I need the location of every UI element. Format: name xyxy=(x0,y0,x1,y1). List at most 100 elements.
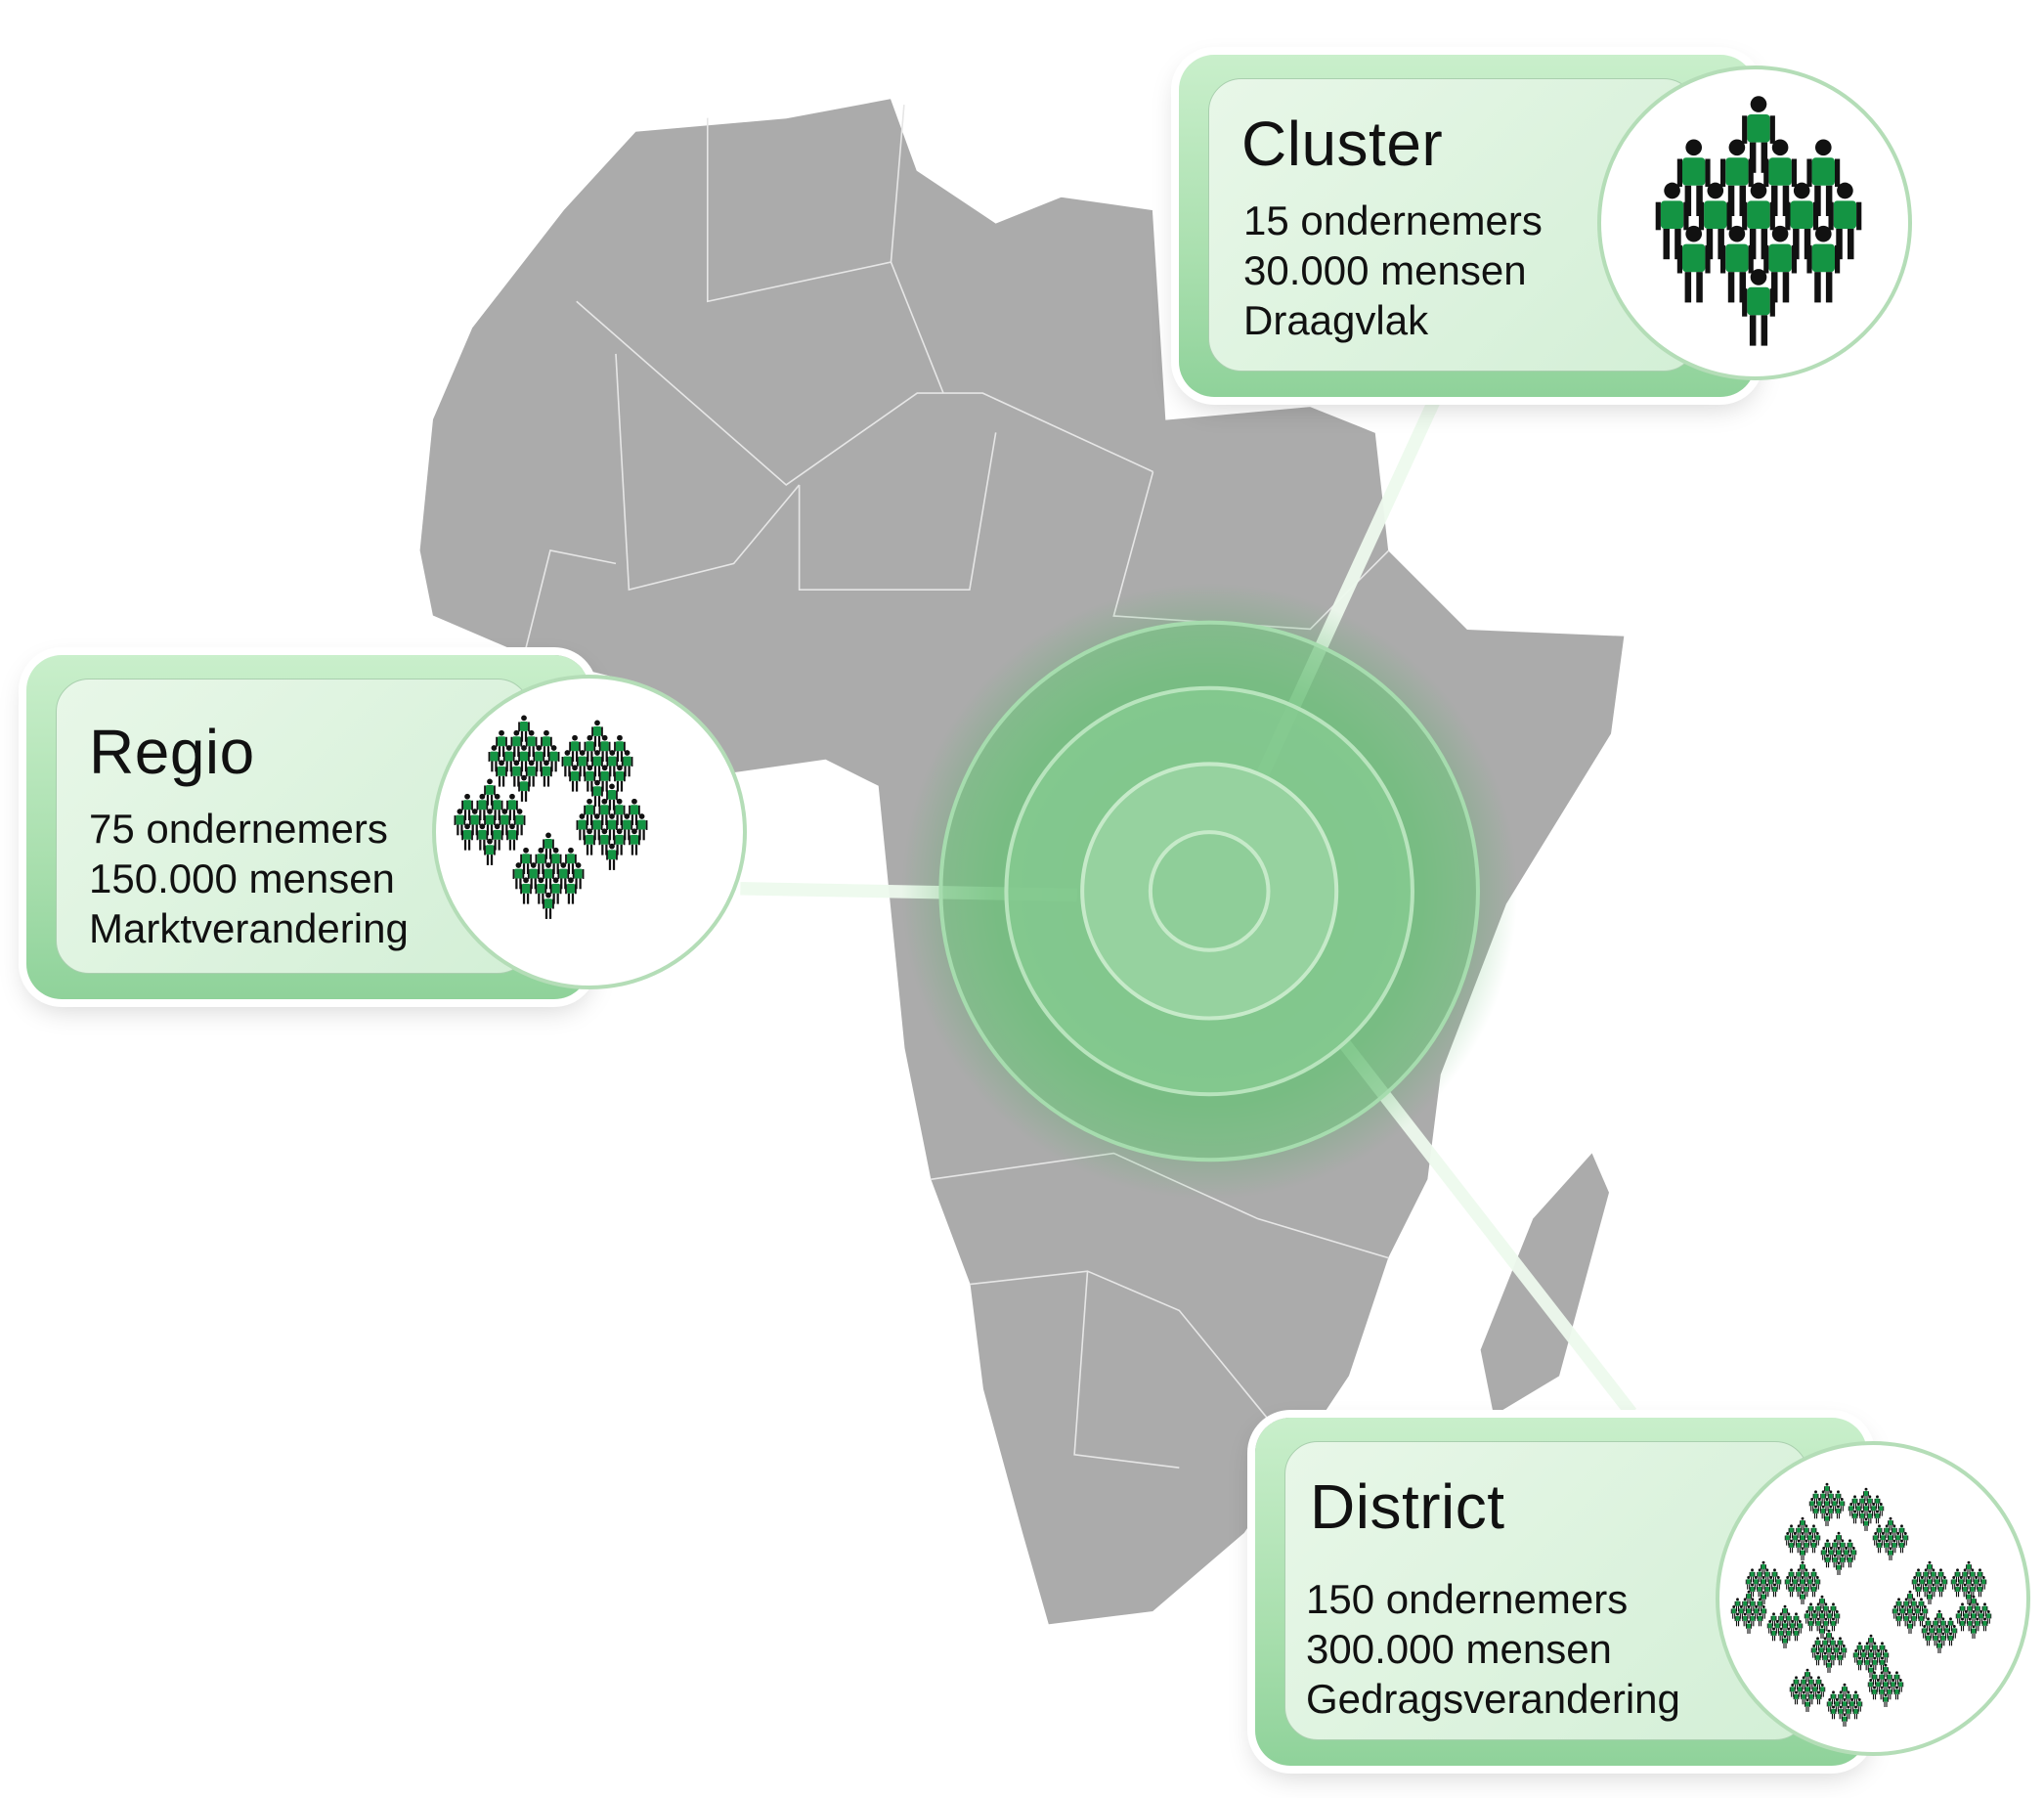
person-icon xyxy=(1871,1686,1878,1700)
person-icon xyxy=(496,729,507,757)
person-icon xyxy=(1832,1554,1839,1568)
person-icon xyxy=(502,745,515,772)
people-group xyxy=(1784,1516,1821,1560)
person-icon xyxy=(1919,1576,1926,1590)
person-icon xyxy=(584,734,596,762)
person-icon xyxy=(1807,1676,1814,1689)
person-icon xyxy=(1761,1605,1767,1619)
person-icon xyxy=(1829,1651,1836,1666)
person-icon xyxy=(1827,1490,1834,1504)
person-icon xyxy=(1806,1532,1813,1546)
person-icon xyxy=(1891,1539,1897,1554)
person-icon xyxy=(1789,1620,1796,1634)
person-icon xyxy=(584,765,596,792)
person-icon xyxy=(543,832,554,859)
person-icon xyxy=(590,813,603,841)
person-icon xyxy=(1929,1625,1935,1639)
person-icon xyxy=(1806,225,1841,303)
person-icon xyxy=(1886,1686,1892,1700)
person-icon xyxy=(1864,1656,1871,1671)
people-group xyxy=(1867,1663,1904,1707)
person-icon xyxy=(1788,1524,1795,1538)
person-icon xyxy=(614,765,626,792)
person-icon xyxy=(1763,1583,1770,1598)
person-icon xyxy=(510,760,523,787)
person-icon xyxy=(1807,1690,1814,1705)
person-icon xyxy=(1792,1576,1799,1590)
person-icon xyxy=(614,734,626,762)
person-icon xyxy=(1816,1498,1823,1512)
person-icon xyxy=(1742,1612,1749,1627)
person-icon xyxy=(1884,1524,1891,1538)
person-icon xyxy=(1789,1684,1796,1697)
people-group xyxy=(1804,1595,1841,1639)
person-icon xyxy=(1835,1505,1842,1519)
person-icon xyxy=(1830,1705,1837,1720)
person-icon xyxy=(1867,1679,1874,1692)
person-icon xyxy=(1836,1561,1842,1575)
person-icon xyxy=(1806,1576,1813,1590)
regio-people-icon xyxy=(432,675,747,989)
person-icon xyxy=(476,793,489,820)
person-icon xyxy=(621,750,633,777)
person-icon xyxy=(1757,1568,1763,1582)
person-icon xyxy=(1859,1510,1866,1524)
person-icon xyxy=(1859,1495,1866,1509)
person-icon xyxy=(591,720,603,747)
person-icon xyxy=(1950,1576,1957,1590)
person-icon xyxy=(606,750,619,777)
person-icon xyxy=(1763,225,1797,303)
person-icon xyxy=(1838,1690,1845,1704)
person-icon xyxy=(565,877,577,904)
card-title: District xyxy=(1310,1471,1505,1542)
person-icon xyxy=(1966,1576,1972,1590)
person-icon xyxy=(1969,1568,1976,1582)
person-icon xyxy=(1757,1612,1763,1627)
person-icon xyxy=(629,828,640,855)
person-icon xyxy=(1812,1505,1819,1519)
person-icon xyxy=(1730,1605,1737,1619)
person-icon xyxy=(1848,1503,1854,1516)
person-icon xyxy=(1884,1539,1891,1554)
person-icon xyxy=(1820,1490,1827,1504)
people-group xyxy=(1872,1516,1909,1560)
person-icon xyxy=(506,823,518,851)
person-icon xyxy=(1921,1625,1928,1639)
person-icon xyxy=(1837,1651,1844,1666)
person-icon xyxy=(1864,1642,1871,1655)
person-icon xyxy=(1826,1629,1832,1644)
person-icon xyxy=(1874,1510,1881,1524)
person-icon xyxy=(1974,1602,1980,1616)
person-icon xyxy=(1850,1547,1857,1560)
person-icon xyxy=(1847,1539,1853,1553)
person-icon xyxy=(1800,1547,1805,1560)
person-icon xyxy=(1910,1612,1917,1627)
person-icon xyxy=(1856,1642,1863,1655)
person-icon xyxy=(1971,1610,1977,1624)
person-icon xyxy=(461,793,473,820)
person-icon xyxy=(1852,1690,1859,1704)
person-icon xyxy=(1863,1487,1869,1502)
person-icon xyxy=(1934,1576,1940,1590)
person-icon xyxy=(1923,1568,1930,1582)
person-icon xyxy=(1749,1612,1756,1627)
person-icon xyxy=(1801,1690,1807,1705)
person-icon xyxy=(1824,1554,1831,1568)
entrepreneurs-count: 75 ondernemers xyxy=(89,806,388,852)
person-icon xyxy=(1815,1690,1822,1705)
person-icon xyxy=(1927,1591,1933,1604)
person-icon xyxy=(1852,1705,1859,1720)
person-icon xyxy=(1923,1583,1930,1598)
person-icon xyxy=(1947,1617,1954,1631)
person-icon xyxy=(535,847,547,874)
person-icon xyxy=(547,745,560,772)
person-icon xyxy=(1830,1617,1837,1632)
person-icon xyxy=(1868,1634,1874,1648)
person-icon xyxy=(1763,1568,1770,1582)
person-icon xyxy=(1845,1690,1851,1704)
person-icon xyxy=(1828,182,1862,260)
person-icon xyxy=(1763,139,1797,216)
person-icon xyxy=(1676,139,1711,216)
person-icon xyxy=(1958,1576,1965,1590)
